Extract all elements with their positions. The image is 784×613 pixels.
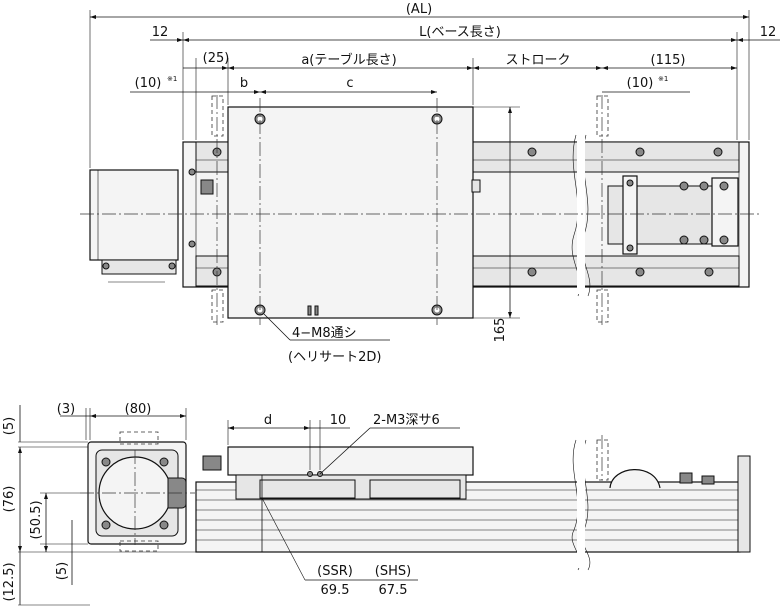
dim-side-5-bottom: (5) <box>55 562 70 580</box>
dim-side-12-5: (12.5) <box>2 562 17 601</box>
dim-end-right: 12 <box>760 25 777 40</box>
dim-stroke: ストローク <box>505 53 570 68</box>
dim-height-165: 165 <box>493 318 508 343</box>
dim-side-50-5: (50.5) <box>29 500 44 539</box>
dim-hole-right: (10) <box>627 76 654 91</box>
dim-b: b <box>240 76 248 91</box>
dim-hole-right-note: ※1 <box>658 75 668 83</box>
dim-side-5-top: (5) <box>2 417 17 435</box>
dim-table-length: a(テーブル長さ) <box>301 52 396 68</box>
callout-top-holes-line2: (ヘリサート2D) <box>288 350 381 365</box>
motor-block <box>89 169 179 261</box>
sensor-left <box>200 179 214 195</box>
motor-connector <box>101 259 177 275</box>
side-view <box>18 405 751 606</box>
dim-offset-25: (25) <box>203 51 230 66</box>
dim-offset-115: (115) <box>651 53 686 68</box>
cable-bracket <box>607 175 739 255</box>
dim-hole-left-note: ※1 <box>167 75 177 83</box>
top-view <box>80 10 780 341</box>
dim-hole-left: (10) <box>135 76 162 91</box>
dim-c: c <box>346 76 353 91</box>
ssr-value: 69.5 <box>321 583 350 598</box>
dim-end-left: 12 <box>152 25 169 40</box>
shs-label: (SHS) <box>375 564 411 579</box>
shs-value: 67.5 <box>379 583 408 598</box>
callout-side-holes: 2-M3深サ6 <box>373 413 440 428</box>
dim-front-3: (3) <box>57 402 75 417</box>
dim-side-76: (76) <box>2 486 17 513</box>
slider-side <box>227 446 474 476</box>
callout-top-holes-line1: 4−M8通シ <box>292 326 357 341</box>
dim-overall: (AL) <box>406 2 432 17</box>
arrowheads <box>18 15 749 552</box>
dim-10: 10 <box>330 413 347 428</box>
ssr-label: (SSR) <box>317 564 353 579</box>
end-plate <box>737 455 751 553</box>
dim-d: d <box>264 413 272 428</box>
dim-front-80: (80) <box>125 402 152 417</box>
dim-base-length: L(ベース長さ) <box>419 25 501 40</box>
slider-table <box>227 106 474 319</box>
